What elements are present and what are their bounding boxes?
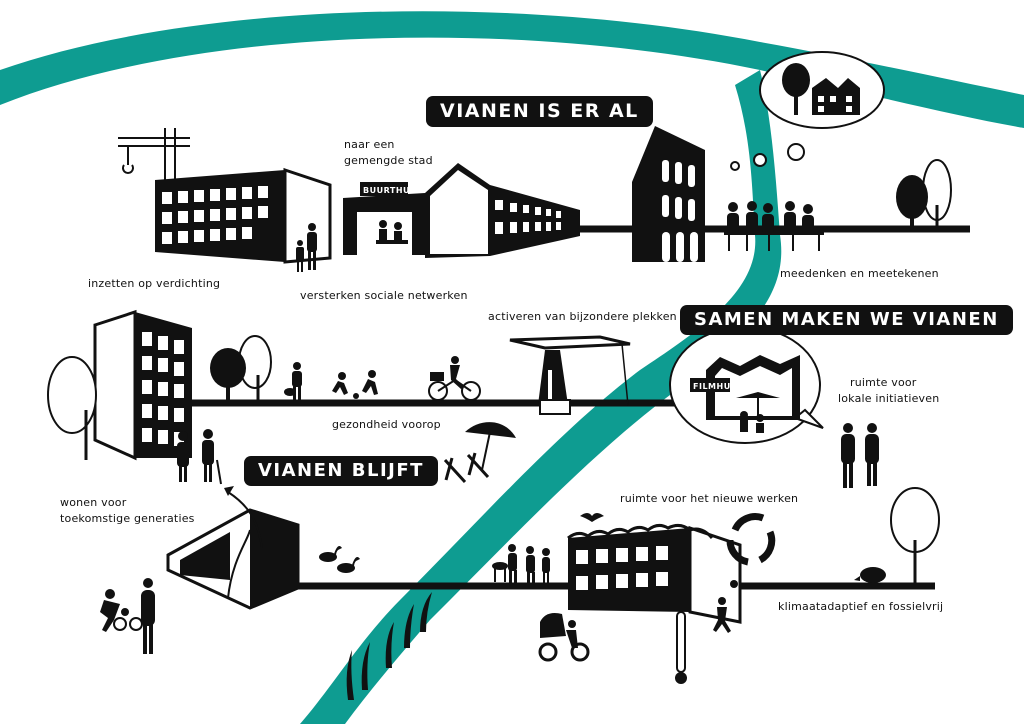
banner-samen-maken-we-vianen: SAMEN MAKEN WE VIANEN — [680, 305, 1013, 335]
label-sociale-netwerken: versterken sociale netwerken — [300, 289, 468, 302]
filmhuis-sign: FILMHUIS — [693, 382, 740, 391]
tree-left-outline — [47, 356, 97, 460]
tree-bottom-right — [890, 487, 940, 588]
hedgehog — [854, 567, 886, 583]
green-roof-office — [567, 523, 742, 624]
label-meedenken: meedenken en meetekenen — [780, 267, 939, 280]
banner-vianen-is-er-al: VIANEN IS ER AL — [426, 96, 653, 127]
filmhuis-bubble: FILMHUIS — [669, 326, 824, 444]
label-verdichting: inzetten op verdichting — [88, 277, 221, 290]
recycle-icon — [726, 513, 776, 566]
thermometer — [675, 611, 687, 684]
basketball-player — [713, 580, 738, 633]
river-top-band — [0, 11, 1024, 129]
bat — [580, 513, 604, 522]
beach-chairs-umbrella — [443, 422, 516, 484]
cargo-bike — [538, 613, 590, 662]
city-gate-tower — [632, 126, 705, 262]
geese — [319, 546, 360, 573]
people-family-top — [296, 223, 317, 272]
family-with-child — [100, 578, 155, 654]
label-bijzondere-plekken: activeren van bijzondere plekken — [488, 310, 677, 323]
label-wonen-line2: toekomstige generaties — [60, 512, 195, 525]
river — [0, 11, 1024, 724]
label-wonen-line1: wonen voor — [60, 496, 127, 509]
barbecue-people — [492, 544, 550, 584]
thought-bubble — [730, 51, 885, 171]
crane — [118, 128, 190, 185]
tall-building-left — [93, 309, 192, 461]
walking-couple — [841, 423, 879, 488]
label-gezondheid: gezondheid voorop — [332, 418, 441, 431]
label-initiatieven-line1: ruimte voor — [850, 376, 917, 389]
cyclist — [428, 356, 481, 401]
label-klimaat: klimaatadaptief en fossielvrij — [778, 600, 944, 613]
trees-middle — [210, 335, 272, 403]
label-initiatieven-line2: lokale initiatieven — [838, 392, 940, 405]
apartment-building-top-left — [155, 167, 332, 264]
label-nieuwe-werken: ruimte voor het nieuwe werken — [620, 492, 799, 505]
elderly-couple — [177, 429, 222, 485]
people-active — [284, 362, 378, 400]
buurthub-building: BUURTHUB — [343, 182, 425, 255]
reeds — [346, 592, 432, 700]
banner-vianen-blijft: VIANEN BLIJFT — [244, 456, 438, 486]
label-gemengde-stad-line2: gemengde stad — [344, 154, 433, 167]
buurthub-sign: BUURTHUB — [363, 186, 417, 195]
trees-top-right — [896, 159, 952, 229]
meeting-group — [724, 201, 824, 251]
label-gemengde-stad-line1: naar een — [344, 138, 395, 151]
drawbridge — [509, 335, 631, 415]
modern-houses — [166, 486, 300, 610]
row-houses — [425, 163, 580, 258]
